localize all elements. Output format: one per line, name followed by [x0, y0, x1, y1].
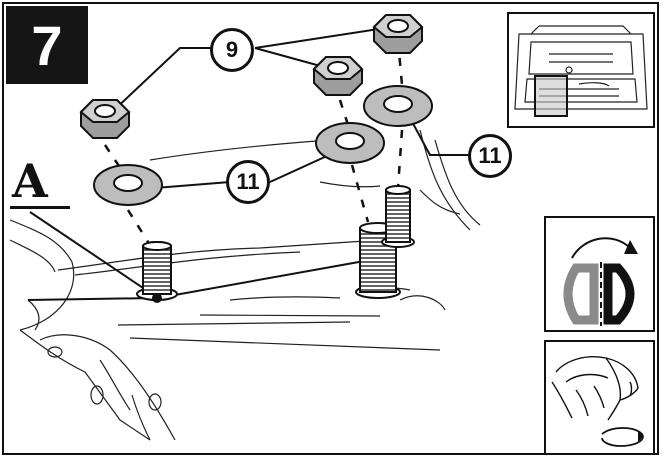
vehicle-location-inset — [507, 12, 655, 128]
symmetry-inset — [544, 216, 655, 332]
callout-washer-left-label: 11 — [236, 169, 260, 194]
detail-marker-label: A — [12, 154, 48, 208]
mirror-both-sides-icon — [563, 237, 638, 326]
callout-washer-right-label: 11 — [478, 143, 502, 168]
step-number-badge: 7 — [6, 6, 88, 84]
detail-marker-underline — [10, 206, 70, 209]
callout-nut-label: 9 — [225, 37, 239, 62]
callout-washer-left: 11 — [226, 160, 270, 204]
callout-nut: 9 — [210, 28, 254, 72]
vehicle-rear-cargo-icon — [514, 25, 648, 117]
callout-washer-right: 11 — [468, 134, 512, 178]
page-frame — [2, 2, 659, 455]
hand-tighten-inset — [544, 340, 655, 455]
hand-tighten-icon — [551, 356, 644, 447]
